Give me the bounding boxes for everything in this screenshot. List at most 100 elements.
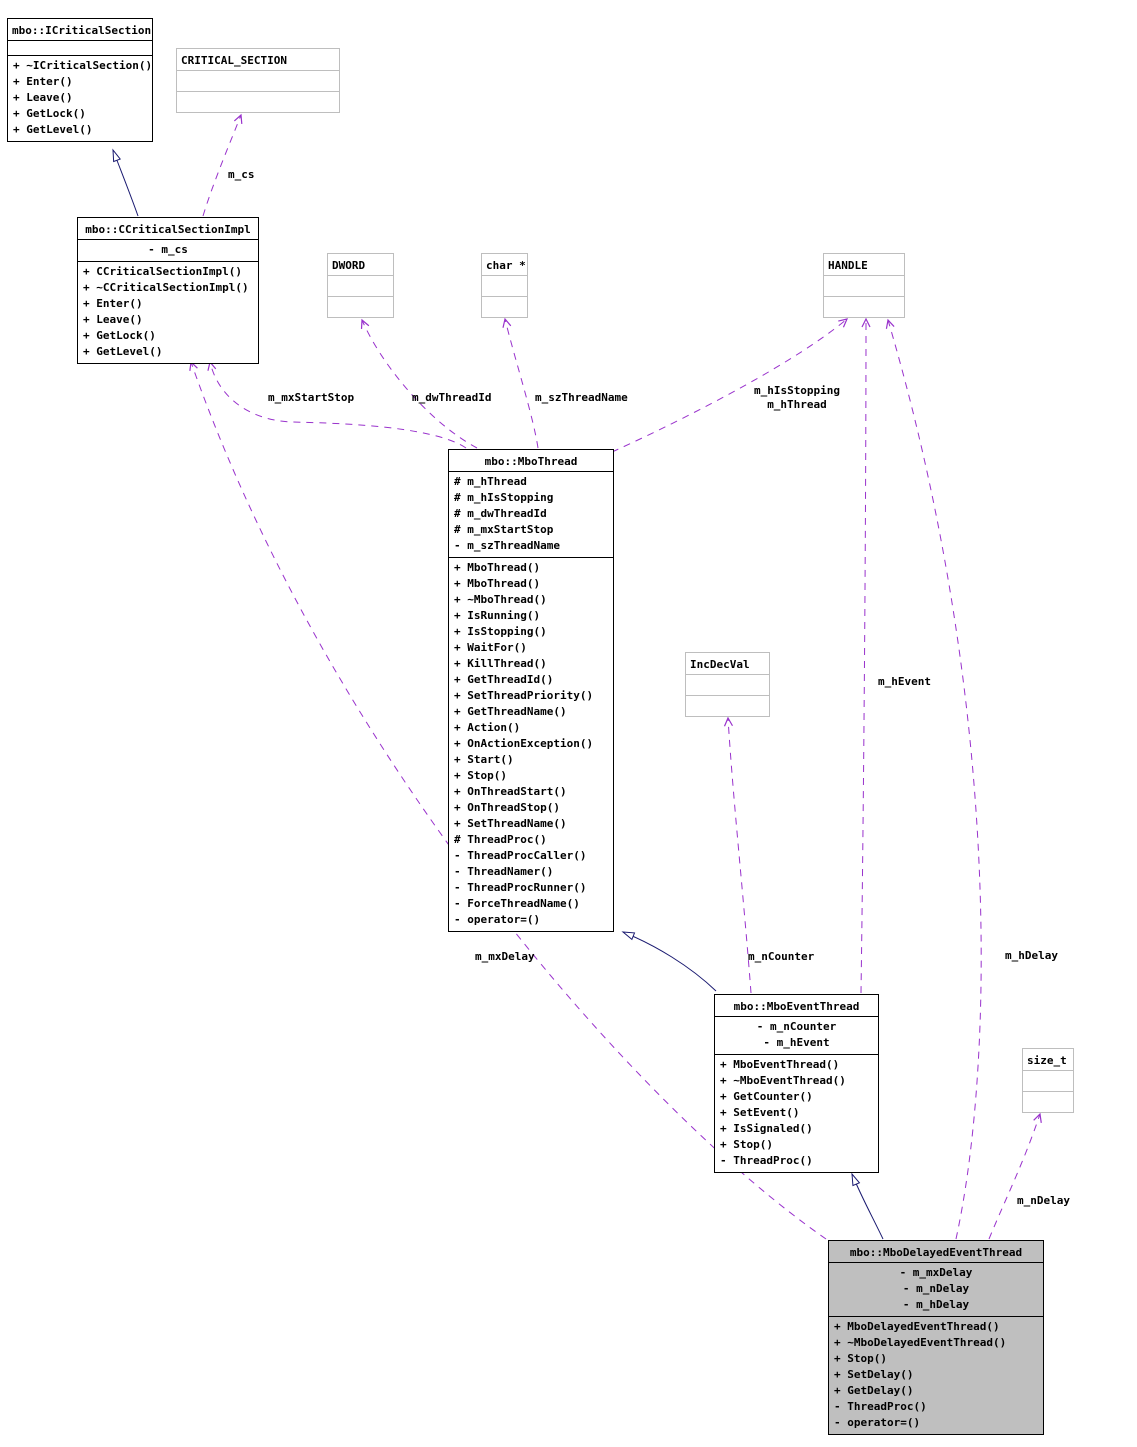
class-icriticalsection: mbo::ICriticalSection + ~ICriticalSectio… bbox=[7, 18, 153, 142]
methods-section: + MboDelayedEventThread() + ~MboDelayedEv… bbox=[829, 1316, 1043, 1434]
member-row: + ~MboThread() bbox=[454, 593, 547, 606]
member-row: # m_hIsStopping bbox=[454, 491, 554, 504]
type-incdecval: IncDecVal bbox=[685, 652, 770, 717]
member-row: + GetLock() bbox=[13, 107, 86, 120]
methods-section bbox=[686, 695, 769, 716]
member-row: + Stop() bbox=[454, 769, 507, 782]
member-row: + ~MboEventThread() bbox=[720, 1074, 846, 1087]
methods-section bbox=[824, 296, 904, 317]
type-critical-section: CRITICAL_SECTION bbox=[176, 48, 340, 113]
attributes-section bbox=[482, 275, 527, 296]
member-row: + OnActionException() bbox=[454, 737, 594, 750]
class-mbothread: mbo::MboThread # m_hThread# m_hIsStoppin… bbox=[448, 449, 614, 932]
edge-usage-m-hdelay bbox=[885, 318, 982, 1240]
member-row: + MboEventThread() bbox=[720, 1058, 840, 1071]
attributes-section: # m_hThread # m_hIsStopping # m_dwThreadId… bbox=[449, 471, 613, 557]
member-row: + IsRunning() bbox=[454, 609, 541, 622]
member-row: + Enter() bbox=[83, 297, 143, 310]
edge-usage-m-dwthreadid bbox=[360, 318, 478, 449]
type-char-pointer: char * bbox=[481, 253, 528, 318]
methods-section: + MboThread()+ MboThread()+ ~MboThread()… bbox=[449, 557, 613, 931]
edge-inheritance-mbodelayedeventthread-to-mboeventthread bbox=[851, 1172, 884, 1240]
methods-section bbox=[328, 296, 393, 317]
edge-label-m-histopping: m_hIsStopping bbox=[753, 384, 841, 397]
edge-usage-m-histopping-m-hthread bbox=[611, 318, 849, 453]
methods-section: + MboEventThread() + ~MboEventThread() + G… bbox=[715, 1054, 878, 1172]
type-dword: DWORD bbox=[327, 253, 394, 318]
member-row: # ThreadProc() bbox=[454, 833, 547, 846]
member-row: - ThreadProcCaller() bbox=[454, 849, 587, 862]
edge-label-m-mxdelay: m_mxDelay bbox=[475, 950, 535, 963]
edge-label-m-ncounter: m_nCounter bbox=[748, 950, 815, 963]
member-row: - m_nCounter bbox=[756, 1020, 837, 1033]
member-row: - ThreadNamer() bbox=[454, 865, 554, 878]
member-row: + KillThread() bbox=[454, 657, 547, 670]
methods-section: + ~ICriticalSection() + Enter() + Leave() +… bbox=[8, 55, 152, 141]
member-row: + MboThread() bbox=[454, 577, 541, 590]
attributes-section bbox=[177, 70, 339, 91]
edge-usage-m-mxstartstop bbox=[207, 360, 467, 449]
class-title: mbo::MboThread bbox=[484, 455, 578, 468]
member-row: - ThreadProc() bbox=[720, 1154, 813, 1167]
class-title: mbo::ICriticalSection bbox=[12, 24, 152, 37]
type-title: DWORD bbox=[332, 259, 366, 272]
member-row: + Stop() bbox=[720, 1138, 773, 1151]
edge-label-m-hevent: m_hEvent bbox=[878, 675, 931, 688]
member-row: + WaitFor() bbox=[454, 641, 527, 654]
member-row: - ForceThreadName() bbox=[454, 897, 580, 910]
member-row: # m_hThread bbox=[454, 475, 527, 488]
member-row: + Leave() bbox=[83, 313, 143, 326]
member-row: - operator=() bbox=[834, 1416, 921, 1429]
edge-label-m-histopping-m-hthread: m_hIsStopping m_hThread bbox=[748, 384, 846, 412]
attributes-section: - m_cs bbox=[78, 239, 258, 261]
attributes-section bbox=[1023, 1070, 1073, 1091]
edge-usage-m-hevent bbox=[860, 317, 871, 994]
member-row: + MboDelayedEventThread() bbox=[834, 1320, 1000, 1333]
member-row: + ~CCriticalSectionImpl() bbox=[83, 281, 249, 294]
member-row: + IsSignaled() bbox=[720, 1122, 813, 1135]
member-row: + SetThreadName() bbox=[454, 817, 567, 830]
member-row: - m_nDelay bbox=[902, 1282, 970, 1295]
type-handle: HANDLE bbox=[823, 253, 905, 318]
member-row: + SetDelay() bbox=[834, 1368, 914, 1381]
class-mbodelayedeventthread: mbo::MboDelayedEventThread - m_mxDelay- … bbox=[828, 1240, 1044, 1435]
edge-usage-m-ndelay bbox=[988, 1112, 1042, 1240]
type-title: IncDecVal bbox=[690, 658, 750, 671]
member-row: + Enter() bbox=[13, 75, 73, 88]
type-title: CRITICAL_SECTION bbox=[181, 54, 287, 67]
edge-usage-m-szthreadname bbox=[502, 317, 539, 449]
member-row: + SetEvent() bbox=[720, 1106, 800, 1119]
member-row: + GetDelay() bbox=[834, 1384, 914, 1397]
member-row: - ThreadProc() bbox=[834, 1400, 927, 1413]
edge-label-m-mxstartstop: m_mxStartStop bbox=[268, 391, 355, 404]
member-row: + Leave() bbox=[13, 91, 73, 104]
type-size-t: size_t bbox=[1022, 1048, 1074, 1113]
member-row: - m_cs bbox=[148, 243, 188, 256]
type-title: size_t bbox=[1027, 1054, 1067, 1067]
member-row: + SetThreadPriority() bbox=[454, 689, 594, 702]
member-row: - operator=() bbox=[454, 913, 541, 926]
member-row: # m_dwThreadId bbox=[454, 507, 547, 520]
member-row: + GetThreadId() bbox=[454, 673, 554, 686]
class-title: mbo::MboEventThread bbox=[733, 1000, 860, 1013]
edge-label-m-hthread: m_hThread bbox=[767, 398, 827, 411]
member-row: # m_mxStartStop bbox=[454, 523, 554, 536]
member-row: + Stop() bbox=[834, 1352, 887, 1365]
edge-inheritance-ccriticalsectionimpl-to-icriticalsection bbox=[112, 148, 139, 217]
member-row: + GetCounter() bbox=[720, 1090, 813, 1103]
edge-inheritance-mboeventthread-to-mbothread bbox=[621, 931, 717, 992]
member-row: - ThreadProcRunner() bbox=[454, 881, 587, 894]
class-ccriticalsectionimpl: mbo::CCriticalSectionImpl - m_cs + CCrit… bbox=[77, 217, 259, 364]
member-row: + ~MboDelayedEventThread() bbox=[834, 1336, 1007, 1349]
member-row: + ~ICriticalSection() bbox=[13, 59, 153, 72]
methods-section: + CCriticalSectionImpl() + ~CCriticalSect… bbox=[78, 261, 258, 363]
member-row: + CCriticalSectionImpl() bbox=[83, 265, 242, 278]
edge-label-m-szthreadname: m_szThreadName bbox=[535, 391, 628, 404]
attributes-section: - m_mxDelay- m_nDelay- m_hDelay bbox=[829, 1262, 1043, 1316]
methods-section bbox=[1023, 1091, 1073, 1112]
edge-label-m-cs: m_cs bbox=[228, 168, 255, 181]
class-title: mbo::MboDelayedEventThread bbox=[849, 1246, 1023, 1259]
member-row: + GetLock() bbox=[83, 329, 156, 342]
